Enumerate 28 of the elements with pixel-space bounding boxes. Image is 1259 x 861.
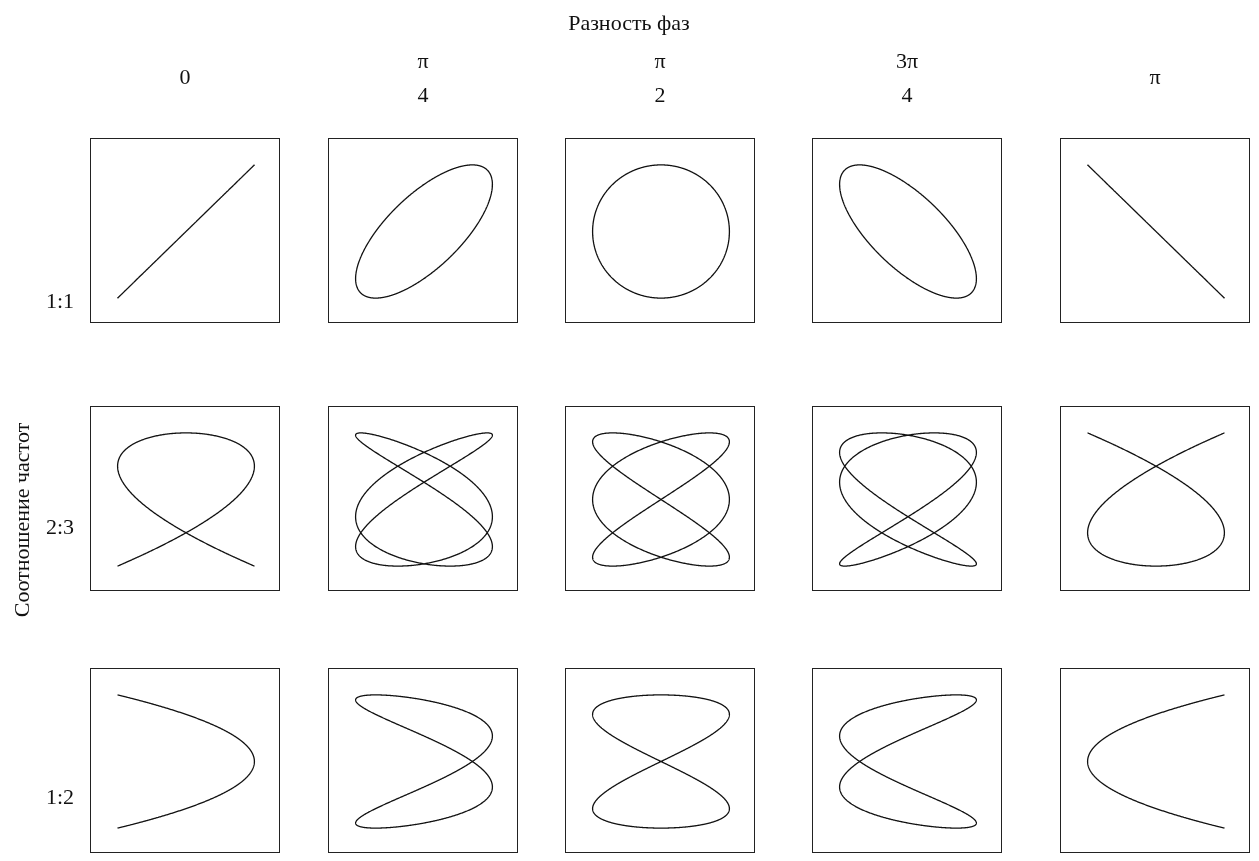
lissajous-figure-drawing bbox=[565, 138, 755, 323]
lissajous-figure-drawing bbox=[1060, 406, 1250, 591]
lissajous-figure-drawing bbox=[565, 668, 755, 853]
row-label: 1:2 bbox=[45, 786, 75, 808]
lissajous-figure-drawing bbox=[90, 668, 280, 853]
fraction-denominator: 2 bbox=[654, 84, 666, 106]
row-label: 1:1 bbox=[45, 290, 75, 312]
lissajous-figure-drawing bbox=[328, 406, 518, 591]
lissajous-figure-drawing bbox=[565, 406, 755, 591]
fraction-numerator: 3π bbox=[895, 50, 919, 72]
lissajous-figure-drawing bbox=[328, 668, 518, 853]
column-header: 0 bbox=[179, 66, 191, 88]
lissajous-figure-drawing bbox=[90, 406, 280, 591]
lissajous-figure-drawing bbox=[1060, 668, 1250, 853]
fraction-numerator: π bbox=[654, 50, 666, 72]
lissajous-figure-drawing bbox=[812, 406, 1002, 591]
fraction-denominator: 4 bbox=[901, 84, 913, 106]
lissajous-figure-drawing bbox=[90, 138, 280, 323]
column-header: π bbox=[1149, 66, 1161, 88]
lissajous-figure-drawing bbox=[812, 668, 1002, 853]
fraction-numerator: π bbox=[417, 50, 429, 72]
fraction-denominator: 4 bbox=[417, 84, 429, 106]
lissajous-figure-drawing bbox=[1060, 138, 1250, 323]
row-label: 2:3 bbox=[45, 516, 75, 538]
axis-title: Соотношение частот bbox=[11, 422, 33, 618]
axis-title: Разность фаз bbox=[568, 12, 690, 34]
lissajous-figure-drawing bbox=[812, 138, 1002, 323]
lissajous-figure-drawing bbox=[328, 138, 518, 323]
